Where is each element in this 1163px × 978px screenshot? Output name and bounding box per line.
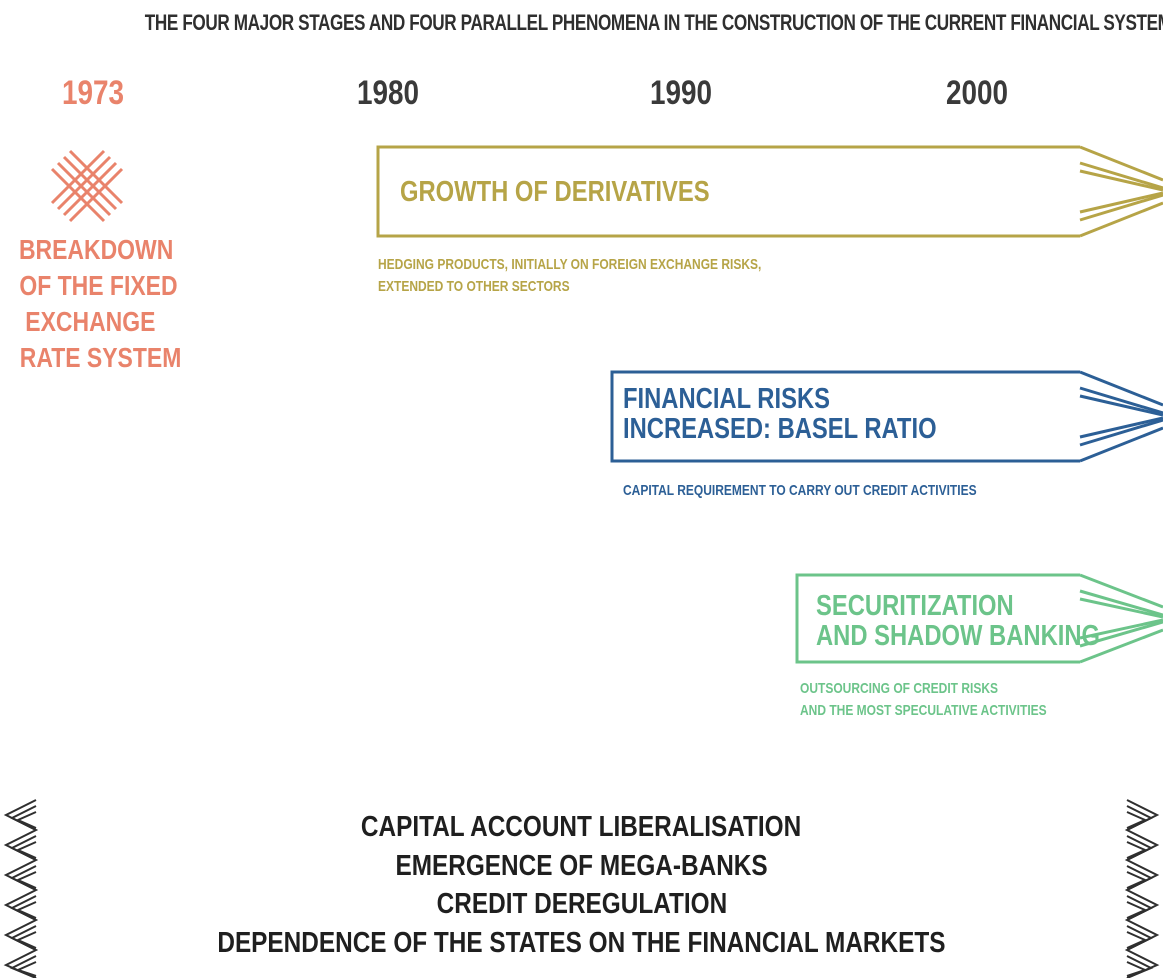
zigzag-right-icon — [1124, 799, 1160, 978]
year-2000: 2000 — [946, 74, 1009, 112]
phenomenon-item: DEPENDENCE OF THE STATES ON THE FINANCIA… — [217, 926, 946, 959]
phenomena-list: CAPITAL ACCOUNT LIBERALISATION EMERGENCE… — [0, 808, 1163, 962]
year-1990: 1990 — [650, 74, 713, 112]
stage-derivatives-subtitle: HEDGING PRODUCTS, INITIALLY ON FOREIGN E… — [378, 256, 762, 295]
phenomenon-item: CAPITAL ACCOUNT LIBERALISATION — [361, 811, 802, 843]
diagram-title: THE FOUR MAJOR STAGES AND FOUR PARALLEL … — [144, 10, 1163, 35]
crossed-lines-icon — [50, 149, 124, 223]
zigzag-left-icon — [3, 799, 39, 978]
stage-basel-title: FINANCIAL RISKS INCREASED: BASEL RATIO — [623, 383, 937, 445]
year-1980: 1980 — [357, 74, 420, 112]
phenomenon-item: CREDIT DEREGULATION — [436, 888, 727, 920]
stage-basel-subtitle: CAPITAL REQUIREMENT TO CARRY OUT CREDIT … — [623, 482, 977, 499]
phenomenon-item: EMERGENCE OF MEGA-BANKS — [395, 849, 768, 882]
arrow-box-securitization — [795, 573, 1163, 664]
breakdown-label: BREAKDOWN OF THE FIXED EXCHANGE RATE SYS… — [18, 234, 182, 373]
stage-securitization-title: SECURITIZATION AND SHADOW BANKING — [816, 590, 1101, 652]
arrow-box-derivatives — [376, 145, 1163, 238]
arrow-box-basel — [610, 370, 1163, 463]
stage-securitization-subtitle: OUTSOURCING OF CREDIT RISKS AND THE MOST… — [800, 680, 1047, 719]
year-1973: 1973 — [62, 74, 125, 112]
stage-derivatives-title: GROWTH OF DERIVATIVES — [400, 176, 710, 208]
